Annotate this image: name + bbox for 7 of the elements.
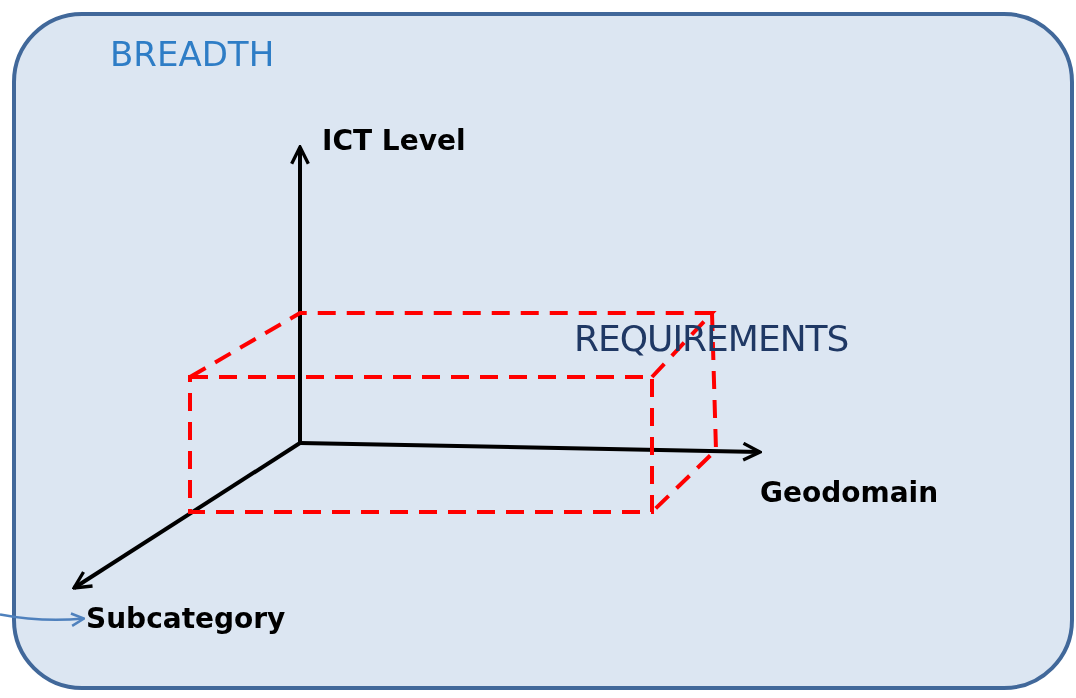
region-label: REQUIREMENTS bbox=[574, 318, 849, 359]
axis-label: Geodomain bbox=[760, 476, 939, 509]
panel-background bbox=[12, 12, 1074, 690]
axis-label: ICT Level bbox=[322, 124, 466, 157]
panel-title: BREADTH bbox=[110, 34, 275, 74]
arrow bbox=[0, 612, 86, 627]
axis-label: Subcategory bbox=[86, 602, 286, 635]
